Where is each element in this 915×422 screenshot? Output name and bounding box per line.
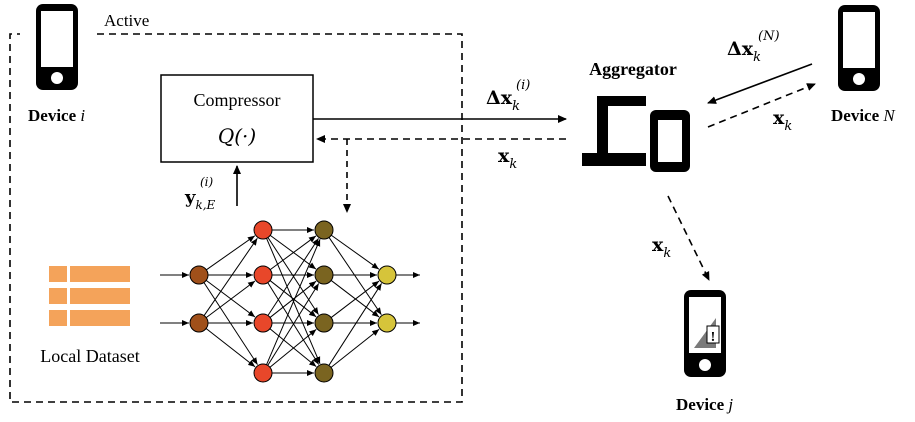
device-j-smartphone-alert-icon: ! xyxy=(684,290,726,377)
nn-neuron-layer-2 xyxy=(253,265,273,285)
nn-connection-edge xyxy=(330,280,380,318)
x-broadcast-arrow-device-n xyxy=(707,83,816,128)
nn-connection-edge xyxy=(205,328,256,368)
nn-neuron-layer-2 xyxy=(253,313,273,333)
x-broadcast-arrow-device-j xyxy=(667,195,710,281)
svg-text:!: ! xyxy=(711,330,716,345)
neural-network xyxy=(160,220,420,383)
delta-x-n-upload-arrow xyxy=(707,63,813,104)
nn-neuron-layer-4 xyxy=(377,265,397,285)
nn-neuron-layer-1 xyxy=(189,265,209,285)
nn-neuron-layer-2 xyxy=(253,363,273,383)
y-signal-superscript: (i) xyxy=(200,175,214,189)
nn-connection-edge xyxy=(203,282,258,365)
device-n-label: Device N xyxy=(831,106,896,125)
delta-x-i-superscript: (i) xyxy=(516,78,530,93)
nn-connection-edge xyxy=(267,283,320,366)
aggregator-label: Aggregator xyxy=(589,59,677,79)
delta-x-i-label: Δxk xyxy=(486,87,520,114)
nn-neuron-layer-4 xyxy=(377,313,397,333)
x-k-label-device-n: xk xyxy=(773,107,792,134)
active-region-label: Active xyxy=(104,11,149,30)
device-n-smartphone-icon xyxy=(838,5,880,91)
nn-neuron-layer-3 xyxy=(314,265,334,285)
y-signal-label: yk,E xyxy=(184,187,216,212)
compressor-box xyxy=(160,74,314,163)
nn-neuron-layer-3 xyxy=(314,363,334,383)
delta-x-n-label: Δxk xyxy=(727,38,761,65)
delta-x-n-superscript: (N) xyxy=(758,29,780,44)
x-k-label-device-j: xk xyxy=(652,234,671,261)
nn-connection-edge xyxy=(328,237,382,316)
compressor-function: Q(·) xyxy=(218,124,256,148)
nn-connection-edge xyxy=(269,235,317,271)
nn-connection-edge xyxy=(203,237,258,316)
nn-connection-edge xyxy=(331,234,380,270)
device-i-smartphone-icon xyxy=(36,4,78,90)
active-region-border xyxy=(9,33,463,403)
nn-connection-edge xyxy=(330,328,380,368)
nn-connection-edge xyxy=(328,283,383,366)
local-dataset-table-icon xyxy=(49,266,130,326)
device-j-label: Device j xyxy=(676,395,733,414)
nn-connection-edge xyxy=(266,239,321,365)
nn-connection-edge xyxy=(267,238,319,316)
device-i-label: Device i xyxy=(28,106,85,125)
nn-neuron-layer-1 xyxy=(189,313,209,333)
nn-connection-edge xyxy=(269,328,317,368)
nn-neuron-layer-2 xyxy=(253,220,273,240)
compressor-title: Compressor xyxy=(194,90,281,110)
nn-connection-edge xyxy=(205,280,256,319)
nn-connection-edge xyxy=(206,235,256,271)
nn-neuron-layer-3 xyxy=(314,220,334,240)
local-dataset-label: Local Dataset xyxy=(40,346,139,366)
x-k-label-center: xk xyxy=(498,145,517,172)
nn-neuron-layer-3 xyxy=(314,313,334,333)
aggregator-laptop-phone-icon xyxy=(582,96,690,172)
nn-connection-edge xyxy=(269,280,317,318)
